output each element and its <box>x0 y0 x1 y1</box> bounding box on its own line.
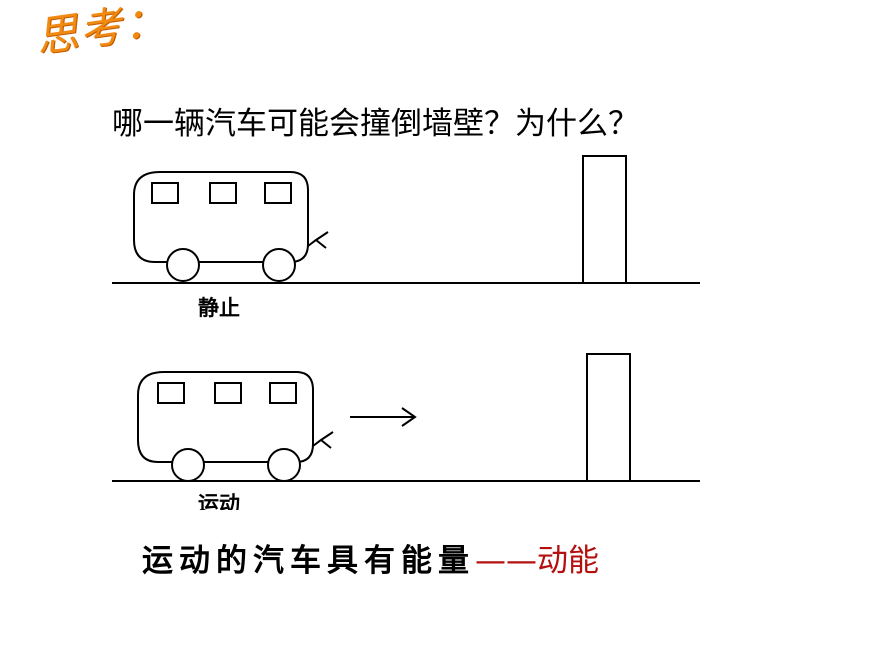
static-bus <box>133 171 329 282</box>
bus-wheel <box>171 448 205 482</box>
bus-window <box>264 182 292 204</box>
wall <box>586 353 631 482</box>
conclusion-main: 运动的汽车具有能量 <box>142 543 475 579</box>
question-text: 哪一辆汽车可能会撞倒墙壁？为什么？ <box>112 106 639 142</box>
conclusion-term: 动能 <box>537 543 599 579</box>
bus-window <box>209 182 237 204</box>
moving-label: 运动 <box>198 492 240 510</box>
bus-window <box>214 382 242 404</box>
motion-arrow-icon <box>350 407 417 427</box>
static-label: 静止 <box>198 296 240 320</box>
bus-window <box>269 382 297 404</box>
exhaust-icon <box>312 431 334 449</box>
moving-bus <box>137 371 334 482</box>
bus-wheel <box>267 448 301 482</box>
conclusion-dash: —— <box>475 543 537 579</box>
bus-window <box>151 182 179 204</box>
bus-wheel <box>262 248 296 282</box>
bus-window <box>157 382 185 404</box>
wall <box>582 155 627 284</box>
exhaust-icon <box>307 231 329 249</box>
conclusion: 运动的汽车具有能量——动能 <box>142 535 599 580</box>
bus-wheel <box>166 248 200 282</box>
